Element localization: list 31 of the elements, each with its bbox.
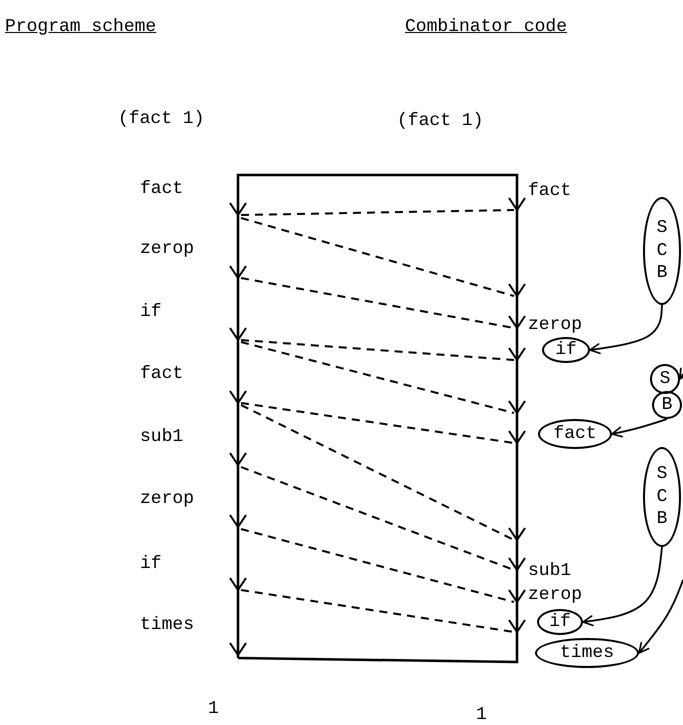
code-label: sub1 xyxy=(140,428,184,446)
code-label: fact xyxy=(140,180,184,198)
code-label: (fact 1) xyxy=(397,112,484,130)
code-label: zerop xyxy=(528,586,582,604)
arrow xyxy=(589,304,663,354)
code-label: zerop xyxy=(140,490,194,508)
arrow xyxy=(638,580,683,654)
combinator-ellipse: S xyxy=(650,364,680,394)
code-label: fact xyxy=(528,182,572,200)
combinator-ellipse: fact xyxy=(538,419,612,449)
code-label: zerop xyxy=(528,316,582,334)
combinator-ellipse: S C B xyxy=(643,197,681,305)
code-label: fact xyxy=(140,365,184,383)
combinator-ellipse: S C B xyxy=(643,447,681,547)
code-label: zerop xyxy=(140,240,194,258)
combinator-ellipse: B xyxy=(652,391,682,419)
column-heading: Combinator code xyxy=(405,18,568,36)
code-label: 1 xyxy=(208,700,219,718)
arrow xyxy=(582,546,663,626)
code-label: times xyxy=(140,616,194,634)
arrow xyxy=(679,367,683,380)
arrow xyxy=(611,418,668,438)
code-label: if xyxy=(140,303,162,321)
code-label: 1 xyxy=(476,706,487,724)
code-label: (fact 1) xyxy=(118,110,204,128)
combinator-ellipse: if xyxy=(537,609,583,635)
code-label: sub1 xyxy=(528,562,572,580)
column-heading: Program scheme xyxy=(5,18,156,36)
code-label: if xyxy=(140,555,162,573)
combinator-ellipse: times xyxy=(535,638,639,668)
combinator-ellipse: if xyxy=(542,337,590,363)
